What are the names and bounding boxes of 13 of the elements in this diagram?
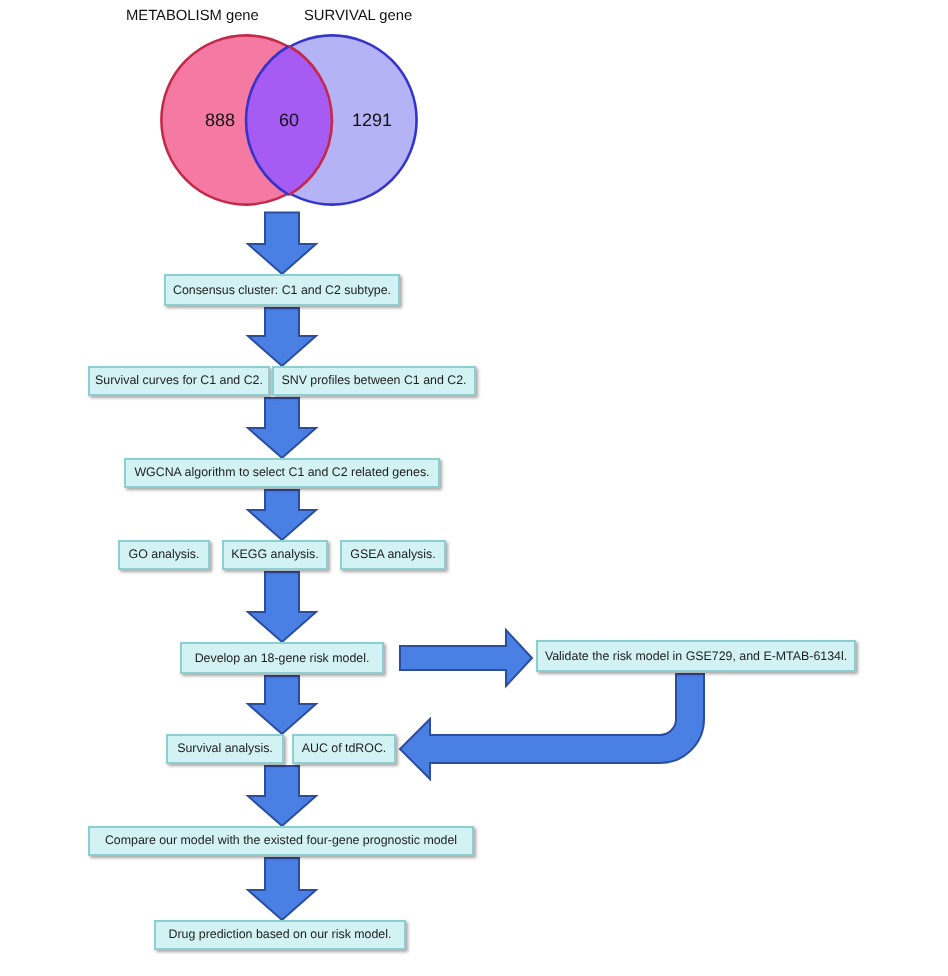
count-label: 1291 bbox=[351, 110, 393, 130]
block-arrow bbox=[399, 627, 534, 689]
block-arrow bbox=[399, 673, 705, 780]
block-arrow bbox=[245, 857, 319, 922]
block-arrow bbox=[245, 489, 319, 542]
block-arrow bbox=[245, 765, 319, 828]
count-label: 888 bbox=[204, 110, 236, 130]
block-arrow bbox=[245, 675, 319, 736]
count-label: 60 bbox=[279, 109, 299, 130]
block-arrow bbox=[245, 211, 319, 276]
block-arrow bbox=[245, 571, 319, 644]
block-arrow bbox=[245, 397, 319, 460]
block-arrow bbox=[245, 307, 319, 368]
